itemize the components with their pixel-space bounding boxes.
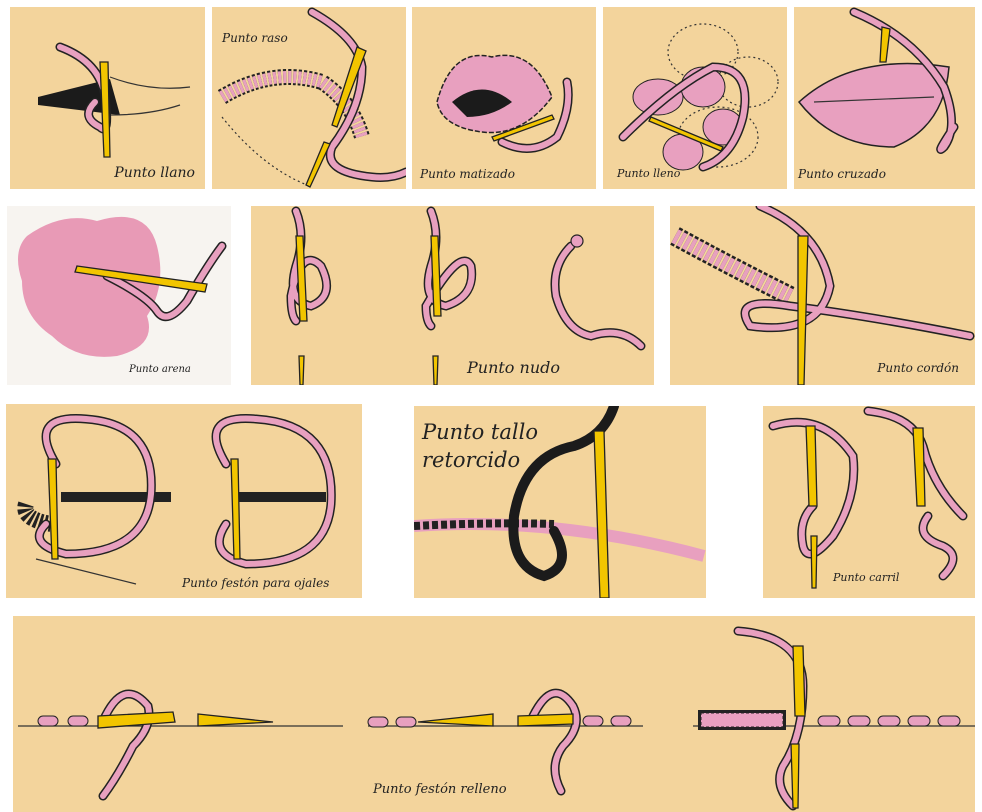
needle-icon bbox=[306, 142, 330, 187]
carril-illustration bbox=[763, 406, 975, 598]
needle-icon bbox=[299, 356, 304, 385]
needle-icon bbox=[296, 236, 307, 321]
caption-punto-cruzado: Punto cruzado bbox=[798, 167, 886, 181]
needle-icon bbox=[231, 459, 240, 559]
needle-icon bbox=[806, 426, 817, 506]
needle-icon bbox=[198, 714, 273, 726]
needle-icon bbox=[418, 714, 493, 726]
needle-icon bbox=[913, 428, 925, 506]
llano-illustration bbox=[10, 7, 205, 189]
panel-punto-llano: Punto llano bbox=[10, 7, 205, 189]
matizado-illustration bbox=[412, 7, 596, 189]
panel-punto-feston-relleno: Punto festón relleno bbox=[13, 616, 975, 812]
caption-punto-cordon: Punto cordón bbox=[877, 361, 959, 375]
cordon-illustration bbox=[670, 206, 975, 385]
panel-punto-lleno: Punto lleno bbox=[603, 7, 787, 189]
feston-ojales-illustration bbox=[6, 404, 362, 598]
panel-punto-raso: Punto raso bbox=[212, 7, 406, 189]
caption-punto-llano: Punto llano bbox=[114, 165, 195, 181]
caption-punto-matizado: Punto matizado bbox=[420, 167, 515, 181]
caption-tallo-line2: retorcido bbox=[422, 446, 538, 474]
needle-icon bbox=[811, 536, 817, 588]
panel-punto-arena: Punto arena bbox=[7, 206, 231, 385]
needle-icon bbox=[798, 236, 808, 385]
panel-punto-nudo: Punto nudo bbox=[251, 206, 654, 385]
needle-icon bbox=[518, 714, 573, 726]
arena-illustration bbox=[7, 206, 231, 385]
panel-punto-feston-ojales: Punto festón para ojales bbox=[6, 404, 362, 598]
caption-punto-feston-relleno: Punto festón relleno bbox=[373, 782, 507, 797]
caption-punto-lleno: Punto lleno bbox=[617, 167, 680, 180]
caption-punto-feston-ojales: Punto festón para ojales bbox=[182, 576, 329, 590]
needle-icon bbox=[793, 646, 805, 716]
panel-punto-cordon: Punto cordón bbox=[670, 206, 975, 385]
caption-punto-raso: Punto raso bbox=[222, 31, 288, 45]
needle-icon bbox=[880, 27, 890, 62]
caption-tallo-line1: Punto tallo bbox=[422, 418, 538, 446]
needle-icon bbox=[433, 356, 438, 385]
needle-icon bbox=[791, 744, 799, 808]
lleno-illustration bbox=[603, 7, 787, 189]
cruzado-illustration bbox=[794, 7, 975, 189]
panel-punto-tallo-retorcido: Punto tallo retorcido bbox=[414, 406, 706, 598]
caption-punto-arena: Punto arena bbox=[129, 364, 191, 375]
panel-punto-cruzado: Punto cruzado bbox=[794, 7, 975, 189]
caption-punto-carril: Punto carril bbox=[833, 571, 899, 584]
panel-punto-matizado: Punto matizado bbox=[412, 7, 596, 189]
caption-punto-nudo: Punto nudo bbox=[467, 358, 560, 377]
needle-icon bbox=[100, 62, 110, 157]
needle-icon bbox=[594, 431, 609, 598]
caption-punto-tallo-retorcido: Punto tallo retorcido bbox=[422, 418, 538, 474]
panel-punto-carril: Punto carril bbox=[763, 406, 975, 598]
nudo-illustration bbox=[251, 206, 654, 385]
